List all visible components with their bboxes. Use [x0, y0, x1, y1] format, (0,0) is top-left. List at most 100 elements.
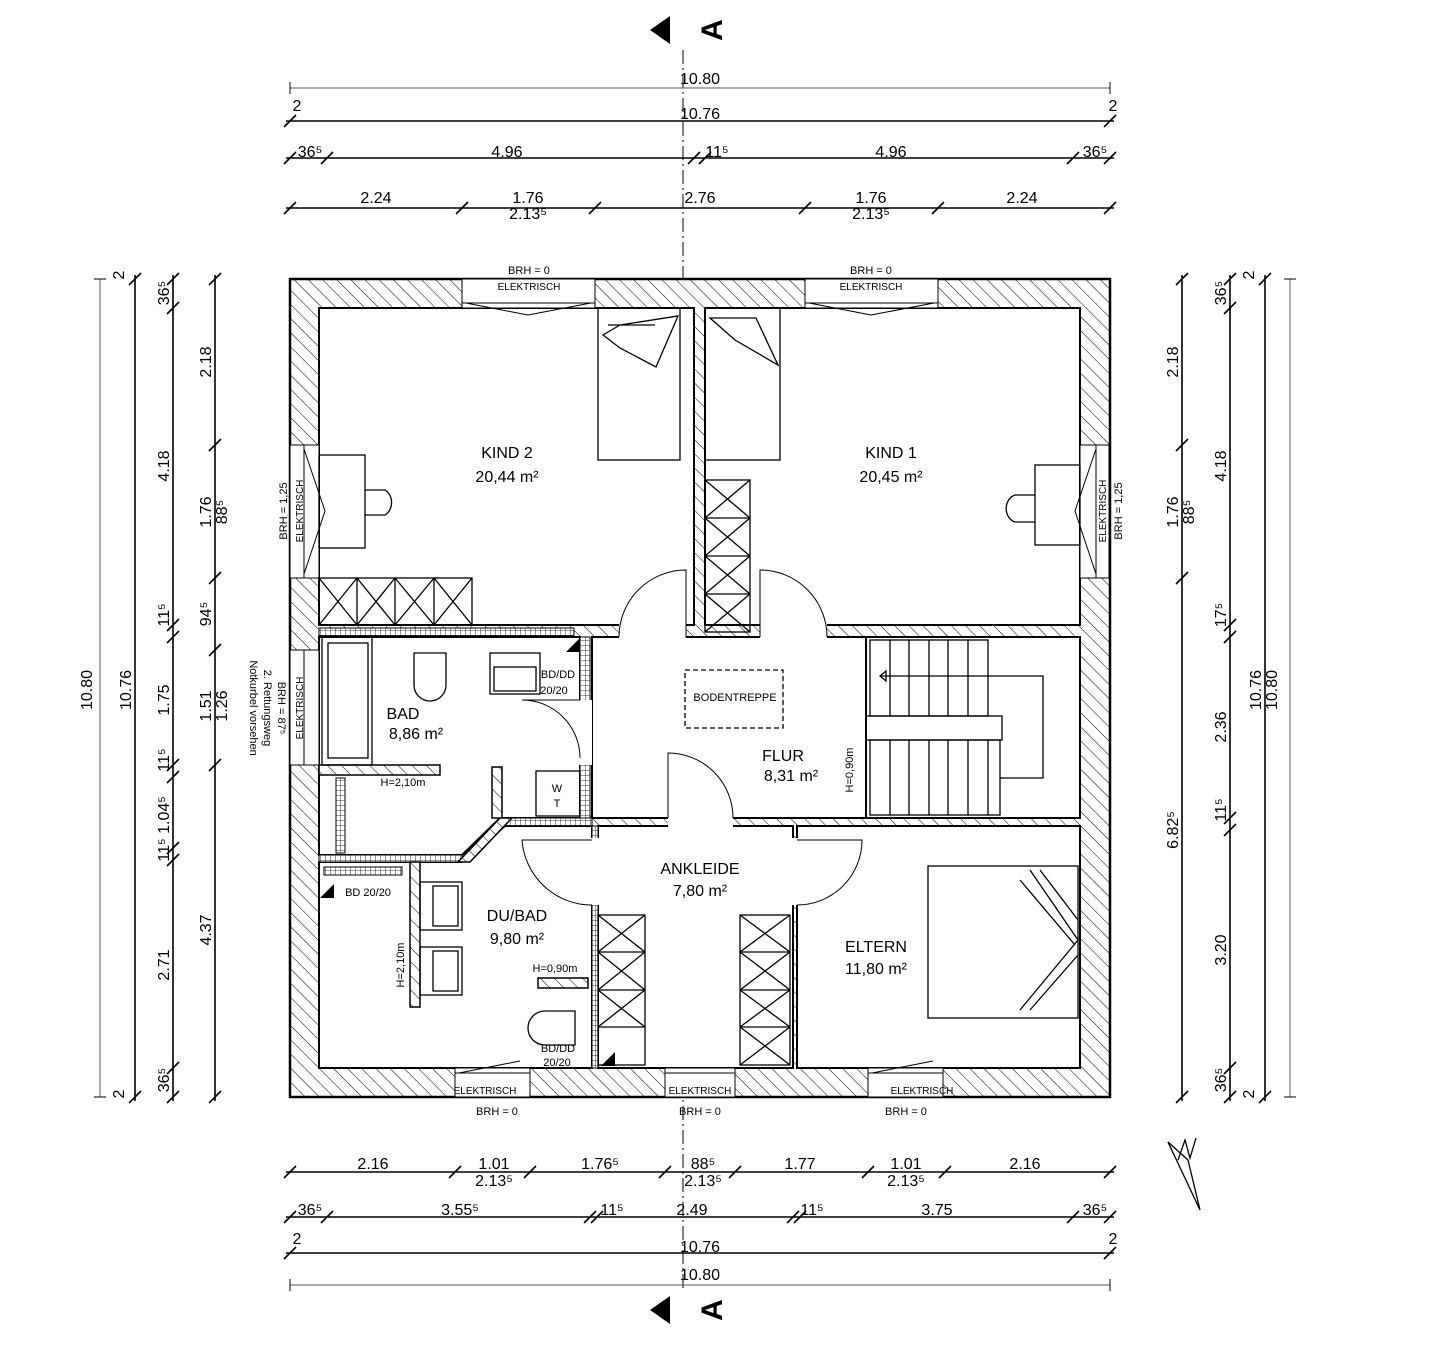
- elektrisch-label: ELEKTRISCH: [295, 480, 306, 543]
- dim-label: 36⁵: [156, 1068, 173, 1092]
- north-arrow-icon: [1167, 1137, 1201, 1211]
- door-ankleide: [667, 752, 734, 819]
- chair-kind1: [1005, 494, 1035, 523]
- dim-label: 2.13⁵: [852, 206, 890, 223]
- door-bad: [521, 699, 581, 759]
- wardrobe-ankleide-left: [597, 914, 646, 1066]
- dimensions-bottom: 2.16 1.01 2.13⁵ 1.76⁵ 88⁵ 2.13⁵ 1.77 1.0…: [283, 1156, 1118, 1291]
- rooms: [318, 307, 1081, 1069]
- room-ankleide: [597, 825, 794, 1069]
- height-label: H=0,90m: [844, 748, 856, 793]
- shaft-label: BD/DD: [541, 669, 575, 681]
- dim-label: 36⁵: [298, 1202, 322, 1219]
- door-kind1: [759, 569, 828, 638]
- dim-label: 1.76: [198, 496, 215, 527]
- shaft-ankleide-icon: [601, 1052, 615, 1066]
- dim-label: 3.55⁵: [441, 1202, 479, 1219]
- staircase: [865, 639, 1044, 816]
- bodentreppe-label: BODENTREPPE: [693, 692, 776, 704]
- section-label-bottom: A: [696, 1299, 729, 1321]
- dim-label: 2.16: [1009, 1156, 1040, 1173]
- sink-dubad-2: [419, 946, 463, 996]
- dim-label: 11⁵: [156, 838, 173, 861]
- room-area: 9,80 m²: [490, 931, 545, 948]
- dim-label: 11⁵: [156, 603, 173, 626]
- brh-label: BRH = 1,25: [1113, 482, 1125, 539]
- desk-kind2: [318, 454, 366, 549]
- dim-label: 88⁵: [1181, 500, 1198, 524]
- room-area: 11,80 m²: [845, 961, 908, 978]
- dim-label: 10.80: [1264, 670, 1281, 710]
- room-area: 20,44 m²: [475, 469, 539, 486]
- dim-label: 2: [1241, 1089, 1258, 1098]
- dim-label: 10.80: [680, 1267, 720, 1284]
- dim-label: 11⁵: [800, 1202, 823, 1219]
- brh-label: BRH = 0: [508, 265, 550, 277]
- room-name: KIND 2: [481, 445, 533, 462]
- bed-kind1: [704, 307, 781, 461]
- windows: [289, 278, 1110, 1098]
- partial-walls: [318, 764, 589, 1008]
- dimensions-right: 2.18 1.76 88⁵ 6.82⁵ 36⁵ 4.18 17⁵ 2.36 11…: [1165, 270, 1296, 1104]
- dim-label: 1.01: [890, 1156, 921, 1173]
- section-arrow-icon: [650, 1296, 670, 1324]
- furniture: [318, 307, 1081, 1066]
- bed-eltern: [927, 865, 1079, 1019]
- brh-label: BRH = 0: [679, 1106, 721, 1118]
- room-name: ANKLEIDE: [660, 861, 739, 878]
- toilet-bad: [413, 652, 447, 702]
- elektrisch-label: ELEKTRISCH: [891, 1086, 954, 1097]
- section-arrow-icon: [650, 16, 670, 44]
- dim-label: 10.76: [680, 1239, 720, 1256]
- door-kind2: [618, 569, 687, 638]
- elektrisch-label: ELEKTRISCH: [1098, 480, 1109, 543]
- doors: [578, 624, 827, 905]
- sink-dubad-1: [419, 881, 463, 931]
- room-name: DU/BAD: [487, 908, 547, 925]
- wardrobe-kind2: [318, 577, 473, 626]
- dim-label: 1.76⁵: [581, 1156, 619, 1173]
- wardrobe-ankleide-right: [739, 914, 791, 1066]
- dim-label: 36⁵: [1213, 1068, 1230, 1092]
- dim-label: 1.76: [512, 190, 543, 207]
- dim-label: 2: [1109, 98, 1118, 115]
- dim-label: 1.77: [784, 1156, 815, 1173]
- dim-label: 6.82⁵: [1165, 811, 1182, 849]
- room-name: KIND 1: [865, 445, 917, 462]
- dim-label: 2.49: [676, 1202, 707, 1219]
- bathtub: [321, 636, 373, 766]
- door-eltern: [796, 839, 863, 906]
- shaft-label: 20/20: [540, 685, 568, 697]
- dim-label: 2.13⁵: [509, 206, 547, 223]
- shaft-dubad-icon: [320, 884, 334, 898]
- dim-label: 88⁵: [214, 500, 231, 524]
- section-label-top: A: [696, 19, 729, 41]
- elektrisch-label: ELEKTRISCH: [498, 282, 561, 293]
- dim-label: 4.18: [1213, 450, 1230, 481]
- brh-label: BRH = 0: [885, 1106, 927, 1118]
- section-marker-bottom: A: [650, 1296, 729, 1324]
- dim-label: 4.96: [491, 144, 522, 161]
- room-area: 7,80 m²: [673, 883, 728, 900]
- washer-label: W: [552, 783, 563, 795]
- room-area: 20,45 m²: [859, 469, 923, 486]
- dim-label: 3.75: [921, 1202, 952, 1219]
- shaft-label: 20/20: [543, 1057, 571, 1069]
- room-area: 8,86 m²: [389, 726, 444, 743]
- dim-label: 36⁵: [298, 144, 322, 161]
- dim-label: 11⁵: [156, 748, 173, 771]
- dim-label: 88⁵: [691, 1156, 715, 1173]
- dim-label: 10.76: [118, 670, 135, 710]
- room-area: 8,31 m²: [764, 768, 819, 785]
- height-label: H=2,10m: [381, 777, 426, 789]
- height-label: H=0,90m: [533, 963, 578, 975]
- dim-label: 1.04⁵: [156, 796, 173, 834]
- dim-label: 2: [1241, 270, 1258, 279]
- dim-label: 4.37: [198, 914, 215, 945]
- bodentreppe-hatch: [684, 669, 784, 729]
- dim-label: 10.80: [680, 71, 720, 88]
- dim-label: 2: [293, 98, 302, 115]
- dim-label: 2: [1109, 1231, 1118, 1248]
- brh-label: BRH = 87⁵: [275, 682, 287, 735]
